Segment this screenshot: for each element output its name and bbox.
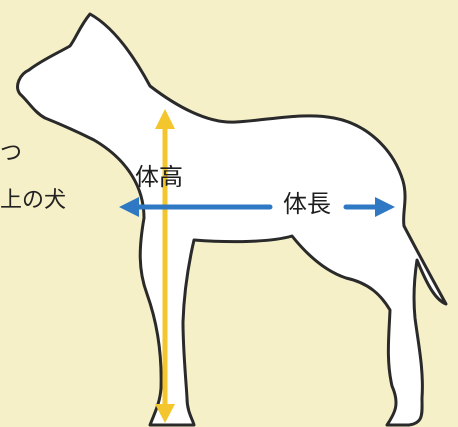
edge-text-line-2: 上の犬 bbox=[0, 188, 67, 213]
height-label: 体高 bbox=[135, 163, 183, 191]
height-arrow-head-bottom bbox=[155, 404, 175, 423]
height-arrow-head-top bbox=[155, 109, 175, 129]
dog-silhouette bbox=[16, 12, 448, 427]
length-arrow bbox=[119, 197, 395, 217]
length-arrow-head-right bbox=[375, 197, 395, 217]
height-arrow bbox=[155, 109, 175, 423]
edge-text-line-1: つ bbox=[0, 141, 23, 166]
length-arrow-head-left bbox=[119, 197, 139, 217]
length-label: 体長 bbox=[283, 190, 331, 218]
